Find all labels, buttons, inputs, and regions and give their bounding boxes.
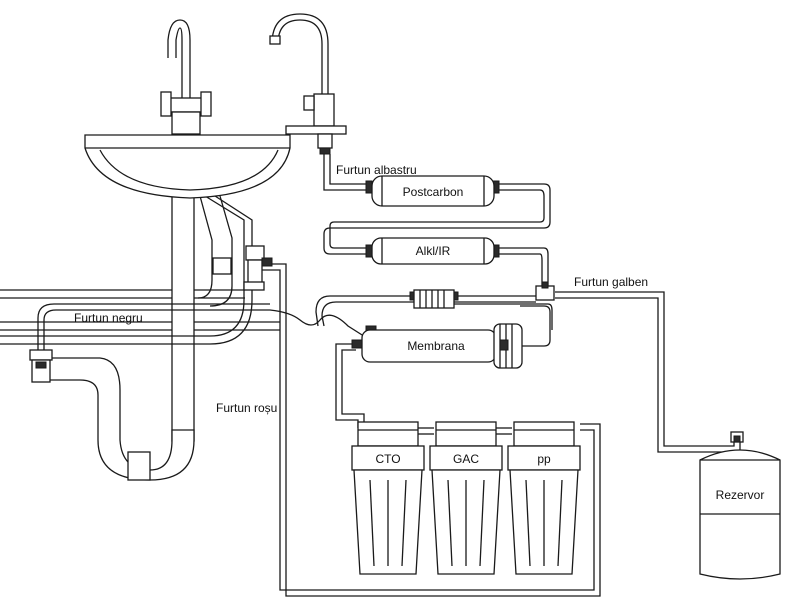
ro-faucet — [269, 13, 347, 155]
fittings — [29, 180, 555, 383]
membrane-housing: Membrana — [361, 323, 523, 369]
tubing — [37, 154, 741, 597]
sink — [84, 134, 291, 199]
hose-yellow-label: Furtun galben — [574, 275, 648, 289]
hose-red-label: Furtun roșu — [216, 401, 277, 415]
alkaline-ir-label: Alkl/IR — [416, 244, 451, 258]
postcarbon-filter: Postcarbon — [371, 175, 495, 207]
cto-label: CTO — [375, 452, 400, 466]
flow-restrictor — [409, 289, 459, 309]
storage-tank: Rezervor — [699, 431, 781, 580]
pp-label: pp — [537, 452, 551, 466]
sump-filter-pp: pp — [507, 421, 581, 575]
alkaline-ir-filter: Alkl/IR — [371, 237, 495, 265]
gac-label: GAC — [453, 452, 479, 466]
kitchen-faucet — [160, 19, 212, 135]
sump-filter-gac: GAC — [429, 421, 503, 575]
feed-valve — [243, 245, 273, 291]
membrane-label: Membrana — [407, 339, 465, 353]
hose-black-label: Furtun negru — [74, 311, 143, 325]
sump-filter-cto: CTO — [351, 421, 425, 575]
drain-saddle-clamp — [29, 349, 53, 383]
hose-blue-label: Furtun albastru — [336, 163, 417, 177]
tank-label: Rezervor — [716, 488, 765, 502]
postcarbon-label: Postcarbon — [403, 185, 464, 199]
drain-pipes — [0, 195, 280, 481]
